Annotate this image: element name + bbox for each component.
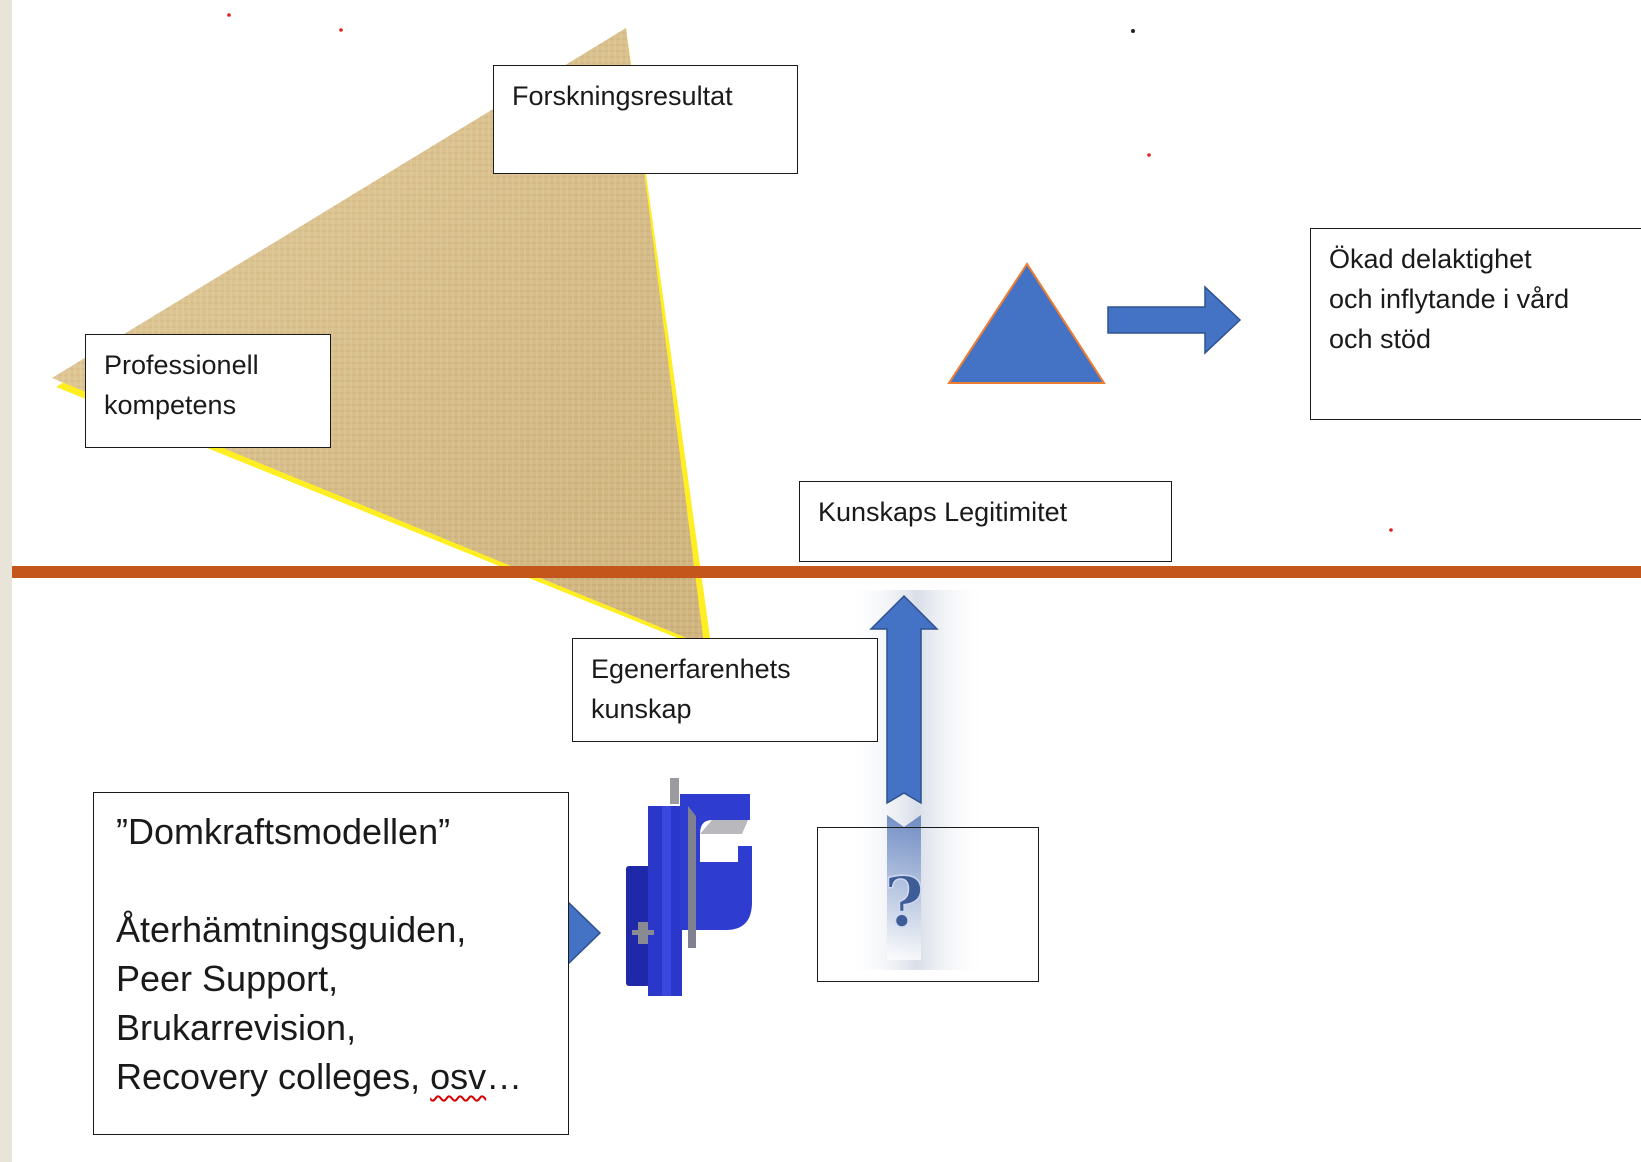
forskningsresultat-label: Forskningsresultat <box>512 81 733 111</box>
domkraftsmodellen-box: ”Domkraftsmodellen” Återhämtningsguiden,… <box>93 792 569 1135</box>
domkraft-item-2: Peer Support, <box>116 958 339 999</box>
scattered-dots <box>227 13 1393 532</box>
domkraft-item-4-suffix: … <box>486 1056 523 1097</box>
wooden-triangle-shade <box>52 28 704 645</box>
domkraft-item-1: Återhämtningsguiden, <box>116 909 467 950</box>
arrow-right-to-outcome <box>1107 285 1242 355</box>
forskningsresultat-box: Forskningsresultat <box>493 65 798 174</box>
spellcheck-underlined-word: osv <box>430 1056 487 1097</box>
egenerfarenhets-kunskap-box: Egenerfarenhets kunskap <box>572 638 878 742</box>
question-mark-icon: ? <box>884 863 924 943</box>
blank-line <box>116 856 546 905</box>
blue-triangle <box>947 262 1106 384</box>
okad-label-line-2: och inflytande i vård <box>1329 284 1570 314</box>
question-box <box>817 827 1039 982</box>
horizon-line <box>12 566 1641 578</box>
professionell-label-line-2: kompetens <box>104 390 237 420</box>
arrow-up-to-legitimacy <box>869 594 939 805</box>
domkraft-item-4: Recovery colleges, osv… <box>116 1052 546 1101</box>
egenerfarenhets-label-line-2: kunskap <box>591 694 692 724</box>
car-jack-icon <box>626 778 752 996</box>
kunskaps-legitimitet-box: Kunskaps Legitimitet <box>799 481 1172 562</box>
kunskaps-legitimitet-label: Kunskaps Legitimitet <box>818 497 1068 527</box>
diagram-canvas: ? Forskningsresultat Professionell kompe… <box>12 0 1641 1162</box>
domkraftsmodellen-title: ”Domkraftsmodellen” <box>116 811 451 852</box>
arrow-up-tail <box>887 815 921 960</box>
professionell-kompetens-box: Professionell kompetens <box>85 334 331 448</box>
domkraft-item-4-prefix: Recovery colleges, <box>116 1056 431 1097</box>
egenerfarenhets-label-line-1: Egenerfarenhets <box>591 654 791 684</box>
professionell-label-line-1: Professionell <box>104 350 259 380</box>
okad-label-line-1: Ökad delaktighet <box>1329 244 1532 274</box>
okad-delaktighet-box: Ökad delaktighet och inflytande i vård o… <box>1310 228 1641 420</box>
okad-label-line-3: och stöd <box>1329 324 1432 354</box>
domkraft-item-3: Brukarrevision, <box>116 1007 357 1048</box>
diagram-graphics: ? <box>12 13 1641 996</box>
